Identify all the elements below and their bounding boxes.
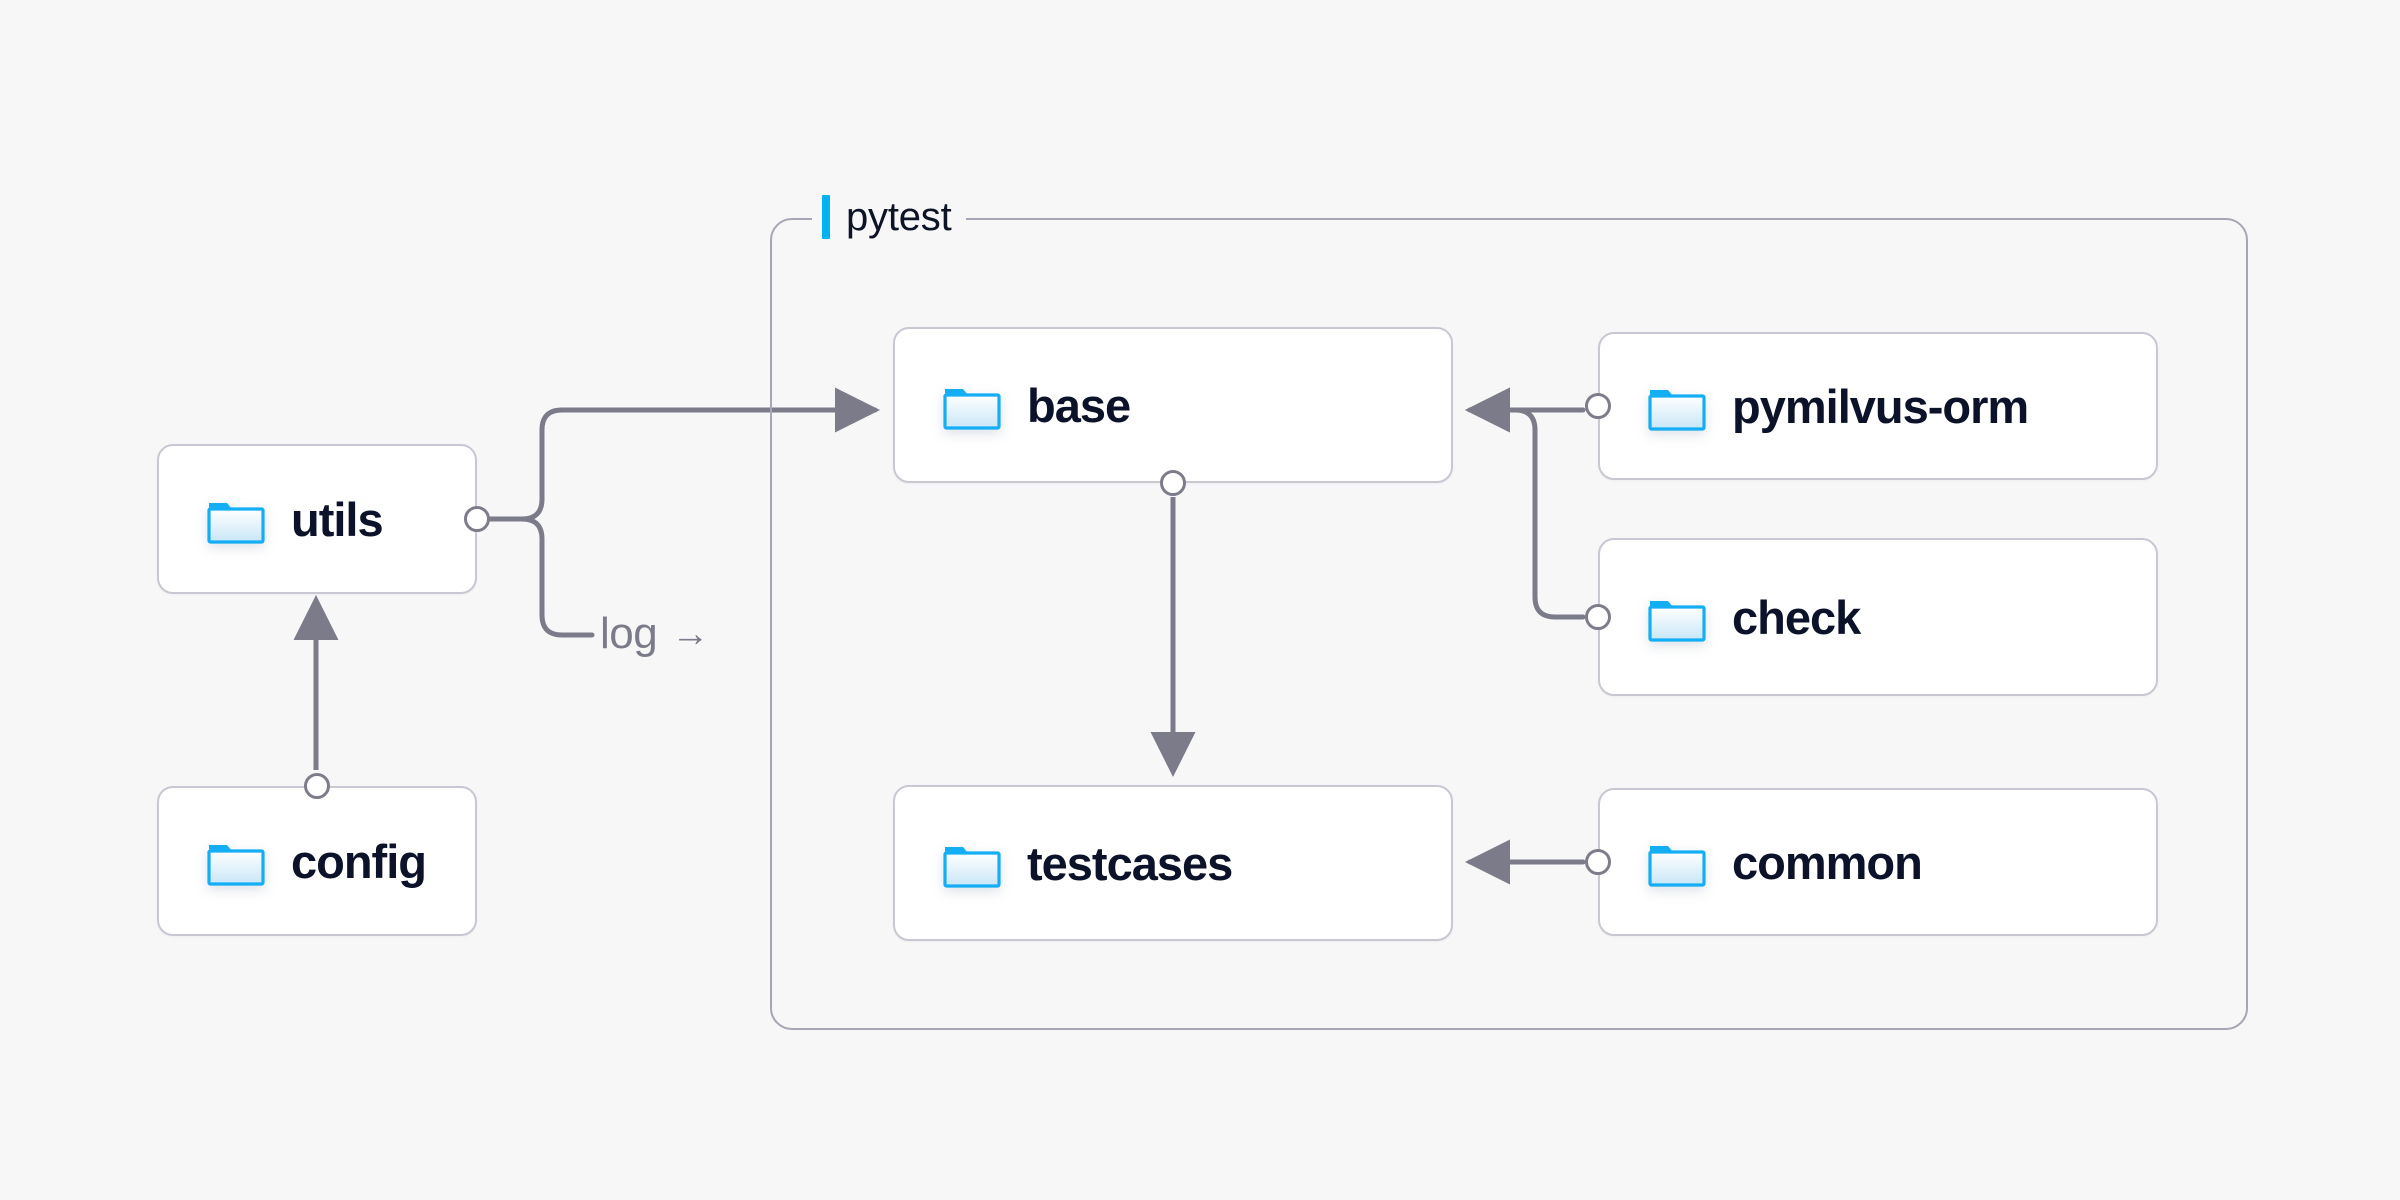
node-check-label: check [1732, 590, 1861, 644]
group-pytest-title: pytest [812, 190, 966, 244]
folder-icon [207, 503, 265, 544]
port-config-top[interactable] [304, 773, 330, 799]
accent-bar-icon [822, 195, 830, 239]
port-check-left[interactable] [1585, 604, 1611, 630]
edge-label-log-text: log [600, 609, 658, 658]
group-pytest-label: pytest [846, 195, 952, 239]
edge-utils-to-log [487, 516, 595, 638]
node-check[interactable]: check [1585, 538, 2158, 696]
folder-icon [1648, 390, 1706, 431]
node-utils[interactable]: utils [157, 444, 490, 594]
folder-icon [943, 389, 1001, 430]
node-pymilvus-orm-label: pymilvus-orm [1732, 379, 2029, 433]
node-config-label: config [291, 834, 427, 888]
node-utils-label: utils [291, 492, 384, 546]
node-testcases[interactable]: testcases [893, 785, 1453, 941]
folder-icon [943, 847, 1001, 888]
port-common-left[interactable] [1585, 849, 1611, 875]
port-pymilvus-orm-left[interactable] [1585, 393, 1611, 419]
node-base[interactable]: base [893, 327, 1453, 496]
node-config[interactable]: config [157, 773, 477, 936]
folder-icon [1648, 846, 1706, 887]
node-pymilvus-orm[interactable]: pymilvus-orm [1585, 332, 2158, 480]
arrow-right-icon: → [671, 613, 709, 655]
node-common[interactable]: common [1585, 788, 2158, 936]
port-base-bottom[interactable] [1160, 470, 1186, 496]
port-utils-right[interactable] [464, 506, 490, 532]
folder-icon [207, 845, 265, 886]
group-pytest[interactable] [770, 218, 2248, 1030]
node-testcases-label: testcases [1027, 836, 1233, 890]
folder-icon [1648, 601, 1706, 642]
node-base-label: base [1027, 378, 1131, 432]
edge-label-log: log → [600, 612, 709, 656]
node-common-label: common [1732, 835, 1923, 889]
